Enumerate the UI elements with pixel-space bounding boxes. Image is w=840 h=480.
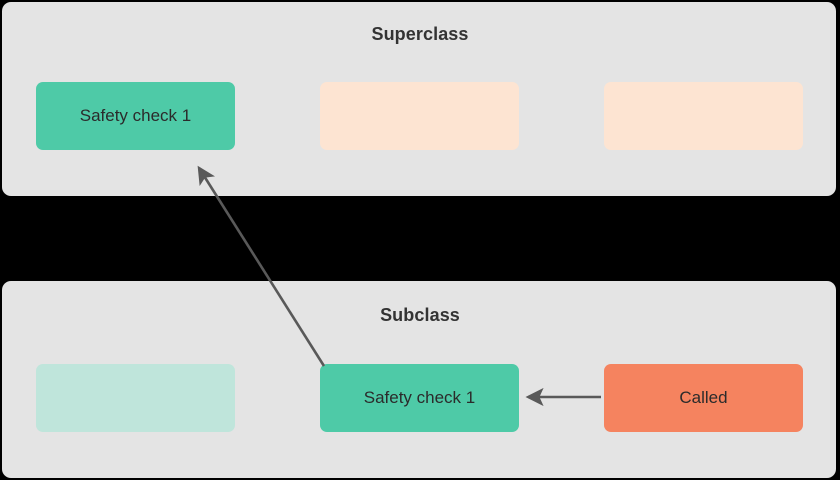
node-superclass-slot-2[interactable] xyxy=(320,82,519,150)
node-superclass-slot-3[interactable] xyxy=(604,82,803,150)
panel-subclass-title: Subclass xyxy=(380,305,460,325)
node-superclass-safety-check-1-label: Safety check 1 xyxy=(79,106,192,125)
node-subclass-slot-1[interactable] xyxy=(36,364,235,432)
node-subclass-safety-check-1-label: Safety check 1 xyxy=(363,388,476,407)
node-subclass-safety-check-1[interactable]: Safety check 1 xyxy=(320,364,519,432)
panel-superclass-title: Superclass xyxy=(371,24,469,44)
node-superclass-safety-check-1[interactable]: Safety check 1 xyxy=(36,82,235,150)
node-subclass-called[interactable]: Called xyxy=(604,364,803,432)
node-subclass-called-label: Called xyxy=(679,388,728,407)
